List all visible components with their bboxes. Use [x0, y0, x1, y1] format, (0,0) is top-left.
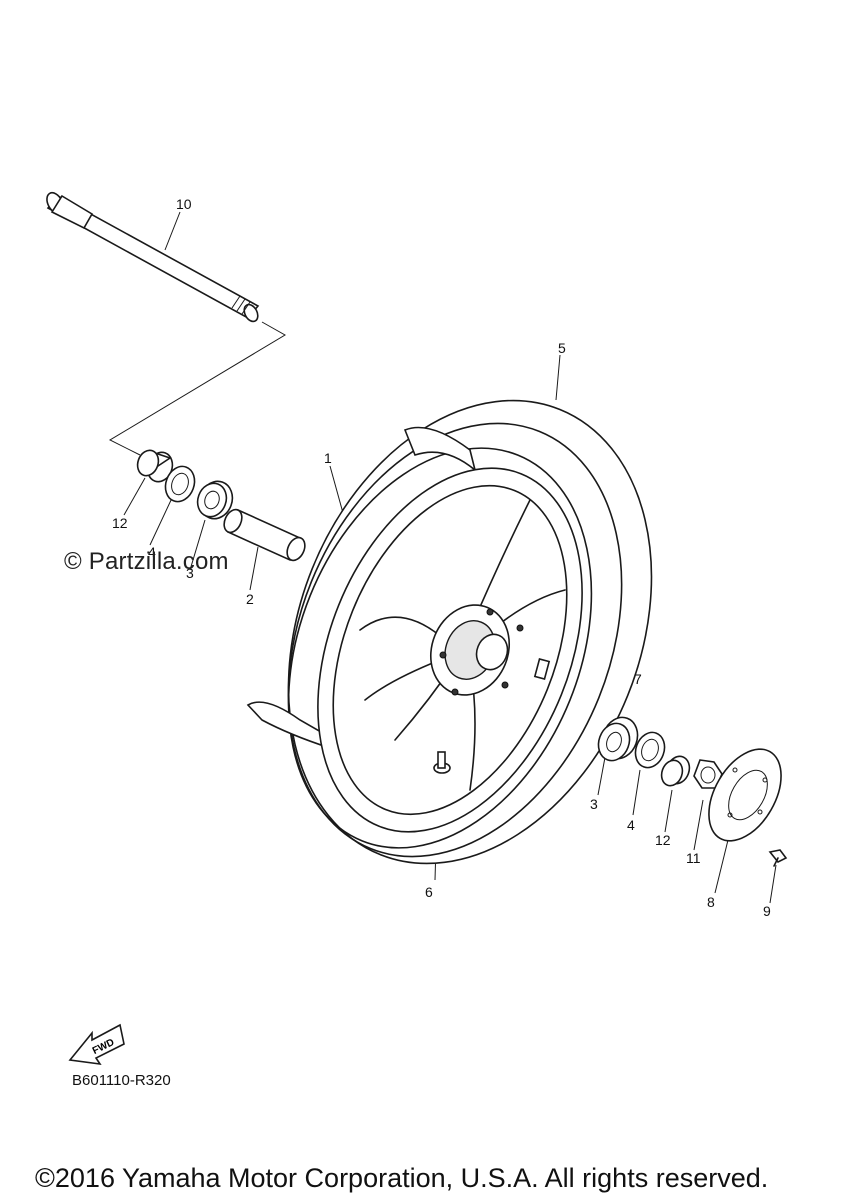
callout-6: 6 — [425, 884, 433, 900]
right-collar-12 — [660, 755, 691, 787]
left-oil-seal-4 — [164, 465, 196, 503]
right-bearing-3 — [597, 716, 639, 762]
callout-7: 7 — [634, 671, 642, 687]
callout-9: 9 — [763, 903, 771, 919]
disc-bolt-9 — [768, 849, 788, 867]
watermark: © Partzilla.com — [64, 548, 229, 575]
callout-4-right: 4 — [627, 817, 635, 833]
callout-11: 11 — [686, 850, 701, 866]
right-oil-seal-4 — [634, 731, 666, 769]
callout-3-right: 3 — [590, 796, 598, 812]
left-bearing-3 — [196, 480, 234, 520]
callout-2: 2 — [246, 591, 254, 607]
callout-1: 1 — [324, 450, 332, 466]
wheel-rim-1 — [317, 467, 583, 833]
balance-weight-7 — [533, 658, 551, 680]
left-collar-12 — [136, 449, 174, 483]
callout-10: 10 — [176, 196, 192, 212]
front-axle — [46, 191, 260, 323]
callout-3-left: 3 — [186, 565, 194, 581]
spacer-2 — [223, 508, 306, 562]
copyright-notice: ©2016 Yamaha Motor Corporation, U.S.A. A… — [35, 1163, 769, 1193]
diagram-code: B601110-R320 — [72, 1072, 171, 1089]
callout-8: 8 — [707, 894, 715, 910]
callout-5: 5 — [558, 340, 566, 356]
callout-12-left: 12 — [112, 515, 128, 531]
callout-12-right: 12 — [655, 832, 671, 848]
valve-6 — [433, 751, 451, 774]
callout-4-left: 4 — [148, 544, 156, 560]
brake-disc-8 — [708, 748, 782, 842]
fwd-arrow-icon: FWD — [68, 1023, 125, 1066]
